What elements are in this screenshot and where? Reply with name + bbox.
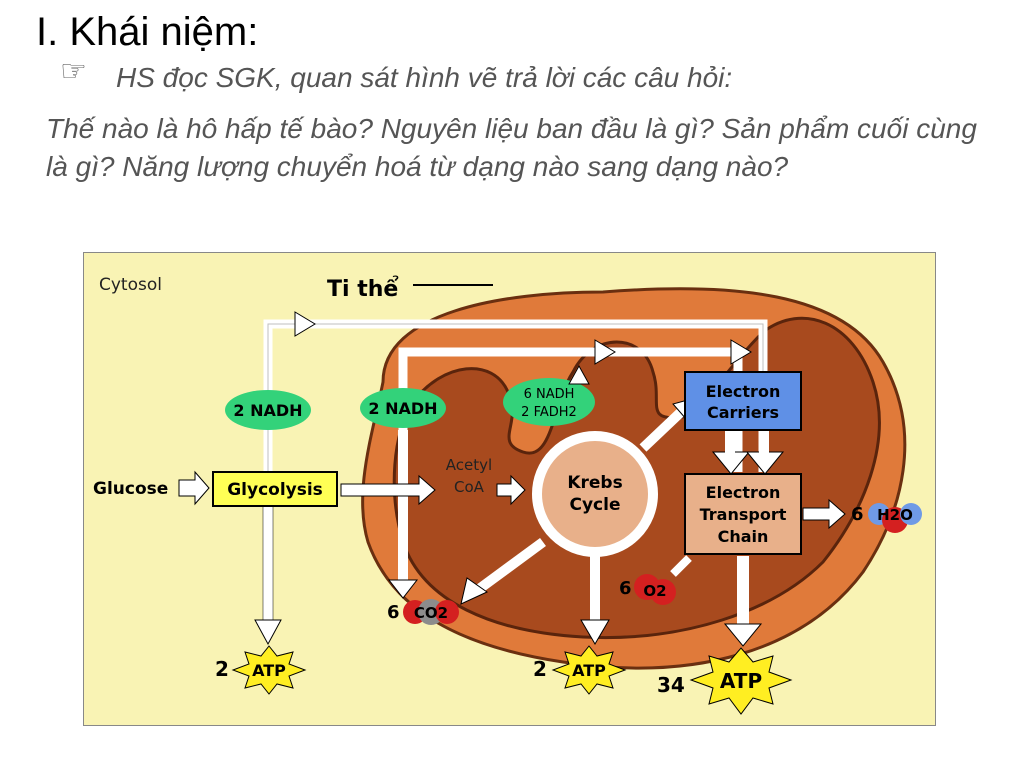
- nadh-oval-mito: [360, 388, 446, 428]
- acetyl-label-2: CoA: [454, 478, 485, 496]
- ec-label-1: Electron: [706, 382, 781, 401]
- glucose-label: Glucose: [93, 479, 168, 499]
- atp-count-2: 2: [533, 657, 547, 681]
- arrowhead-atp-2: [580, 619, 610, 645]
- o2-count: 6: [619, 578, 632, 599]
- atp-label-2: ATP: [572, 661, 606, 680]
- acetyl-label-1: Acetyl: [446, 456, 492, 474]
- h2o-hydrogen-right: [900, 503, 922, 525]
- glycolysis-label: Glycolysis: [227, 480, 323, 500]
- arrow-glucose-glycolysis: [178, 470, 210, 506]
- atp-count-1: 2: [215, 657, 229, 681]
- etc-box: [684, 473, 802, 555]
- electron-carriers-box: [684, 371, 802, 431]
- arrowhead-atp-1: [254, 619, 282, 646]
- co2-label: CO2: [414, 604, 448, 622]
- atp-label-3: ATP: [720, 669, 762, 693]
- atp-label-1: ATP: [252, 661, 286, 680]
- arrow-o2-etc: [670, 555, 692, 577]
- cytosol-label: Cytosol: [99, 275, 162, 295]
- arrowhead-atp-3: [723, 623, 763, 647]
- nadh-oval-cytosol: [225, 390, 311, 430]
- etc-label-3: Chain: [718, 527, 769, 546]
- nadh-label-mito: 2 NADH: [368, 399, 437, 418]
- atp-star-1: [231, 645, 307, 695]
- nadh-label-cytosol: 2 NADH: [233, 401, 302, 420]
- krebs-cycle-circle: [535, 434, 655, 554]
- nadh-fadh2-oval: [503, 378, 595, 426]
- arrow-krebs-ec: [639, 408, 685, 452]
- cellular-respiration-diagram: Cytosol Ti thể 2 NADH 2 NADH 6 NADH 2 FA…: [83, 252, 936, 726]
- arrowhead-co2: [387, 579, 419, 599]
- etc-label-1: Electron: [706, 483, 781, 502]
- arrow-glycolysis-acetyl: [340, 474, 436, 506]
- krebs-label-2: Cycle: [570, 495, 621, 515]
- fadh2-label: 2 FADH2: [521, 405, 577, 420]
- o2-molecule-right: [650, 579, 676, 605]
- mitochondrion-label: Ti thể: [327, 276, 398, 302]
- nadh6-label: 6 NADH: [524, 387, 575, 402]
- glycolysis-box: [212, 471, 338, 507]
- intro-text: HS đọc SGK, quan sát hình vẽ trả lời các…: [116, 62, 733, 93]
- page-title: I. Khái niệm:: [36, 10, 259, 54]
- arrow-etc-h2o: [802, 498, 846, 530]
- h2o-count: 6: [851, 504, 864, 525]
- arrowhead-top-2: [594, 339, 616, 365]
- arrowhead-top-3: [730, 339, 752, 365]
- arrow-acetyl-krebs: [496, 474, 526, 506]
- arrowhead-top-1: [294, 311, 316, 337]
- co2-count: 6: [387, 602, 400, 623]
- pointing-hand-icon: ☞: [60, 54, 87, 89]
- atp-star-3: [689, 647, 793, 715]
- krebs-label-1: Krebs: [567, 473, 622, 493]
- h2o-label: H2O: [877, 506, 913, 524]
- co2-molecule-right: [435, 600, 459, 624]
- question-text: Thế nào là hô hấp tế bào? Nguyên liệu ba…: [46, 113, 977, 182]
- atp-count-3: 34: [657, 673, 685, 697]
- arrowhead-nadh6-up: [568, 364, 590, 385]
- ec-label-2: Carriers: [707, 403, 779, 422]
- etc-label-2: Transport: [700, 505, 787, 524]
- arrow-krebs-co2: [472, 537, 546, 597]
- o2-label: O2: [643, 582, 666, 600]
- atp-star-2: [551, 645, 627, 695]
